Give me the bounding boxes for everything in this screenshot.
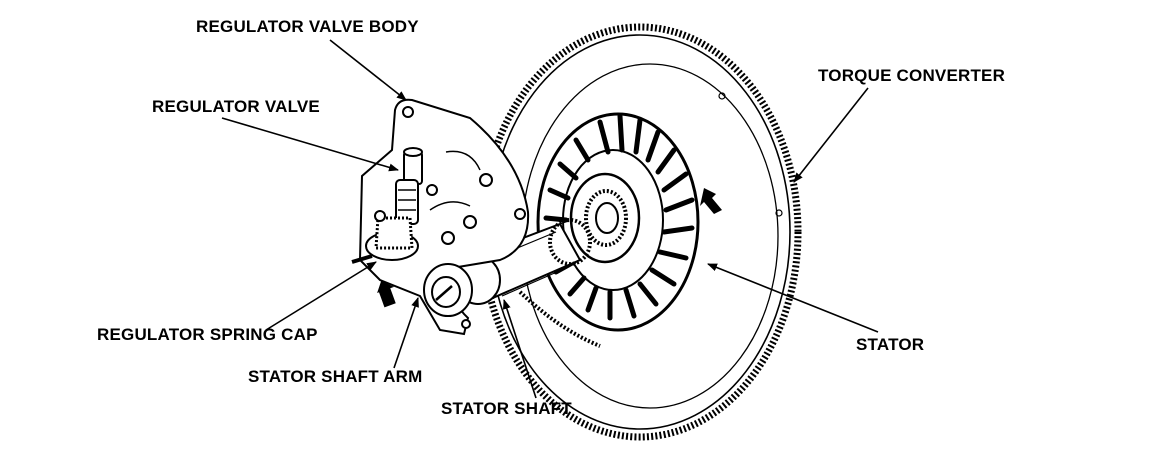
body-bolt <box>426 184 438 196</box>
stator <box>536 112 700 332</box>
label-stator-shaft-arm: STATOR SHAFT ARM <box>248 367 423 386</box>
body-bolt <box>461 319 471 329</box>
label-torque-converter: TORQUE CONVERTER <box>818 66 1006 85</box>
leader-regulator-valve <box>221 117 399 172</box>
rotation-arrow-right <box>700 188 722 214</box>
leader-lines <box>221 39 879 399</box>
bolt-hole <box>775 209 783 217</box>
body-bolt <box>402 106 414 118</box>
shaft-spline-end <box>548 218 592 266</box>
stator-outer <box>536 112 700 332</box>
regulator-valve-body <box>358 98 530 336</box>
regulator-spring-cap <box>351 210 419 264</box>
body-bolt <box>463 215 477 229</box>
body-bolt <box>441 231 455 245</box>
hub-bore <box>595 202 619 234</box>
shaft-lower-gear-teeth <box>518 290 601 348</box>
label-regulator-valve: REGULATOR VALVE <box>152 97 320 116</box>
label-regulator-valve-body: REGULATOR VALVE BODY <box>196 17 419 36</box>
label-regulator-spring-cap: REGULATOR SPRING CAP <box>97 325 318 344</box>
hub-splines <box>584 189 628 247</box>
ring-gear-outline <box>489 34 791 430</box>
bolt-hole <box>718 92 726 100</box>
hub-outer <box>569 172 641 264</box>
rotation-arrow-left <box>377 280 396 308</box>
leader-stator <box>707 263 879 333</box>
leader-regulator-spring-cap <box>265 261 377 331</box>
leader-stator-shaft <box>502 299 537 399</box>
body-bolt <box>514 208 526 220</box>
body-bolt <box>479 173 493 187</box>
leader-stator-shaft-arm <box>393 297 419 369</box>
leader-torque-converter <box>793 87 869 183</box>
leader-regulator-valve-body <box>329 39 407 101</box>
label-stator: STATOR <box>856 335 925 354</box>
stator-blades <box>543 113 695 321</box>
label-stator-shaft: STATOR SHAFT <box>441 399 572 418</box>
